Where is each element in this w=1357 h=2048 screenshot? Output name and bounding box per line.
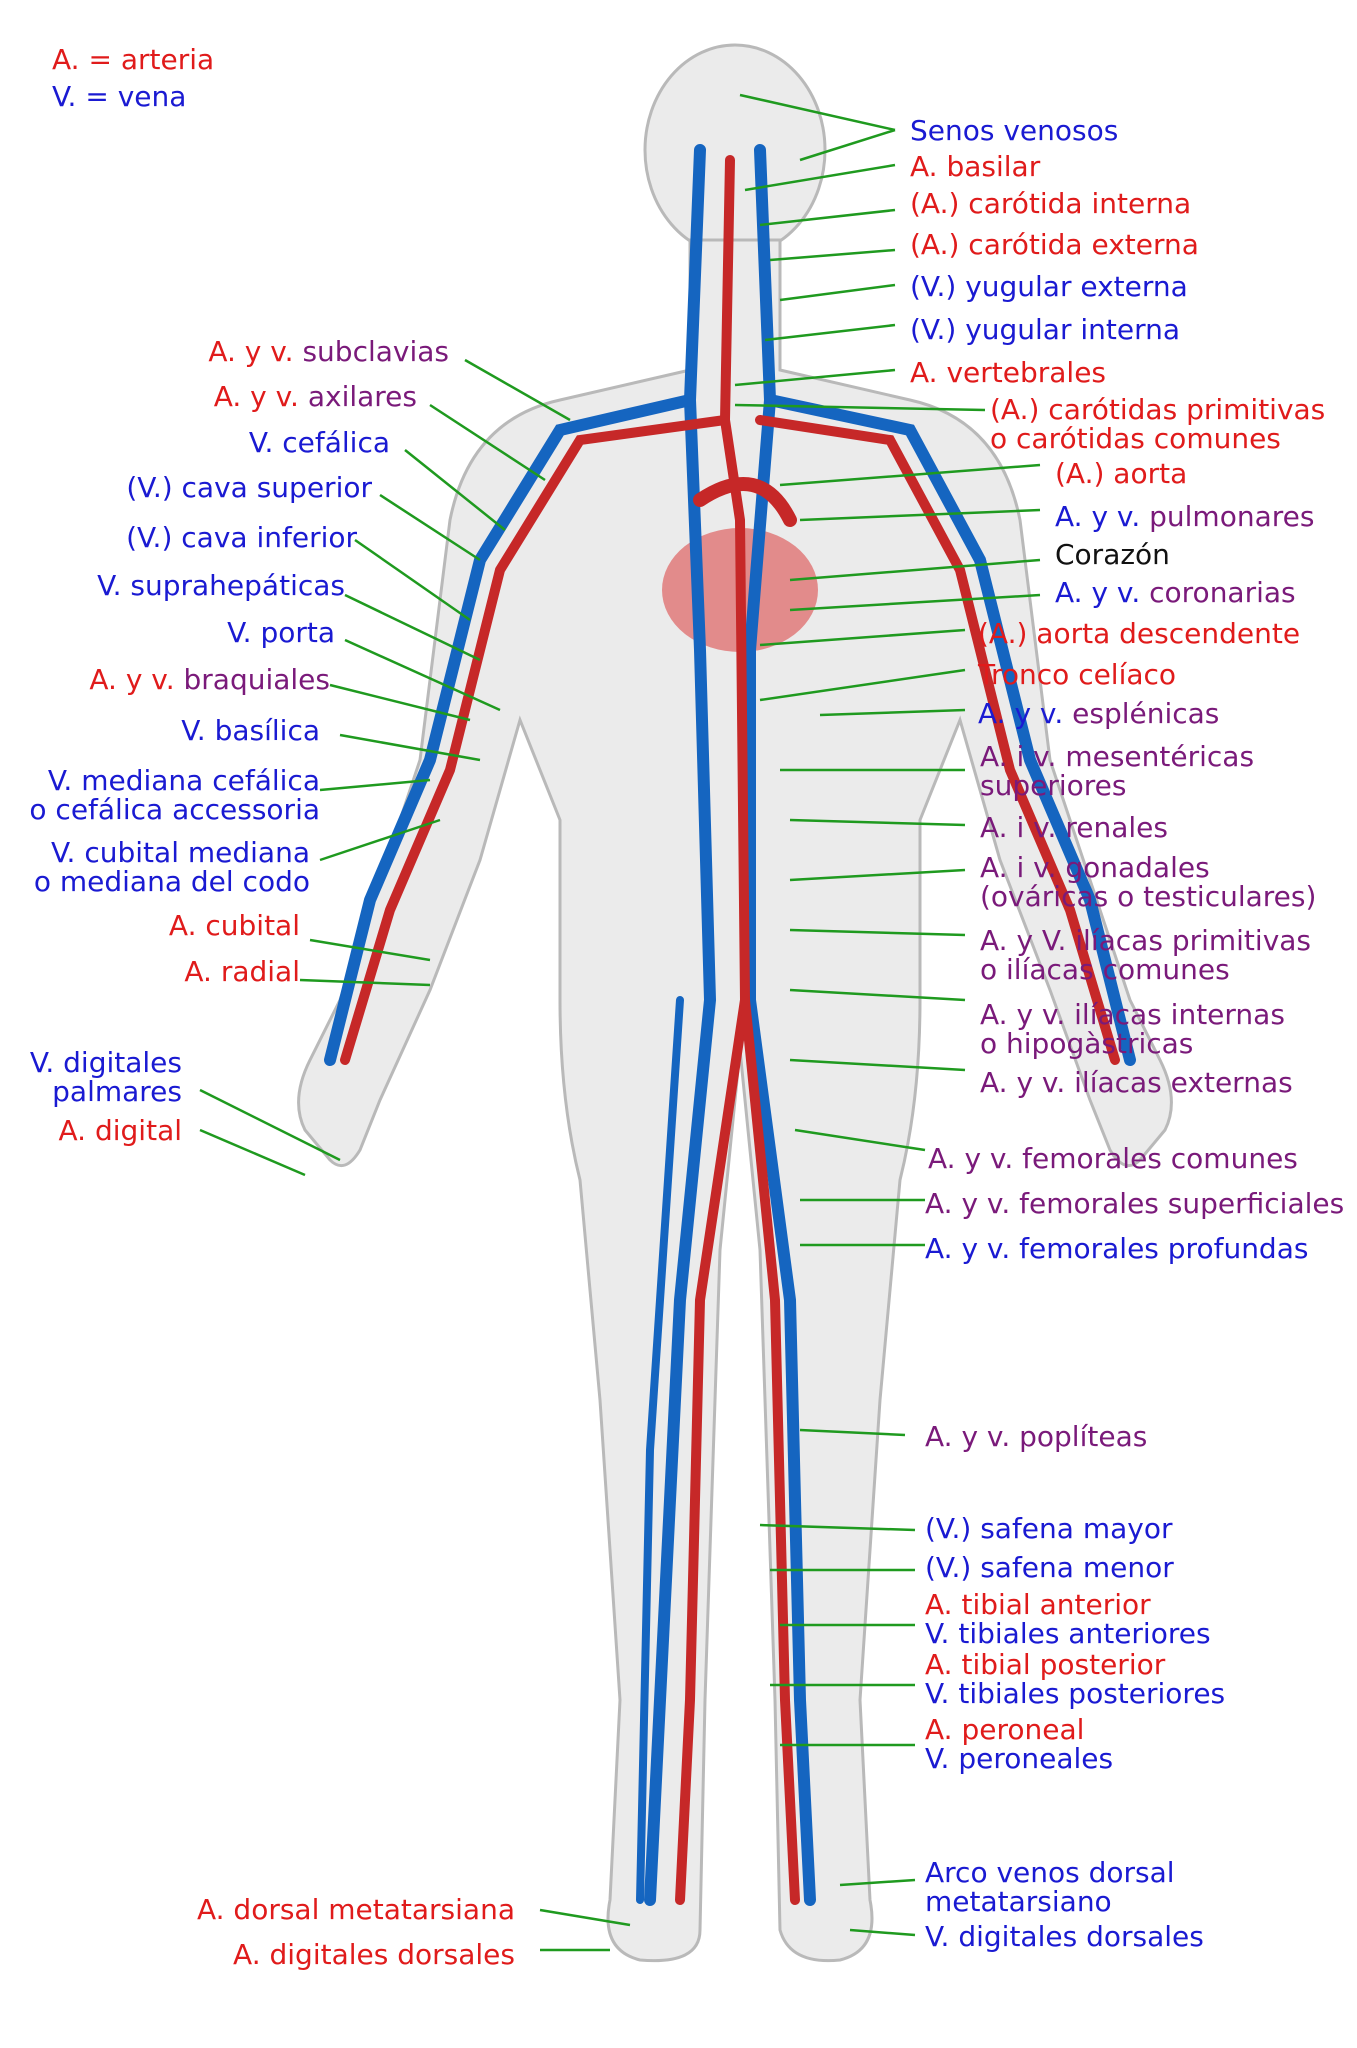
arteries <box>340 155 1120 1905</box>
legend-artery: A. = arteria <box>52 43 215 76</box>
label-iliacas-primitivas: A. y V. ilíacas primitivas <box>980 924 1312 957</box>
label-peroneal: A. peroneal <box>925 1713 1085 1746</box>
label-cava-inferior: (V.) cava inferior <box>126 521 357 554</box>
label-mesentericas-superiores: superiores <box>980 769 1127 802</box>
label-peroneales: V. peroneales <box>925 1742 1114 1775</box>
label-basilar: A. basilar <box>910 150 1041 183</box>
label-cava-superior: (V.) cava superior <box>126 471 372 504</box>
label-cubital: A. cubital <box>168 909 300 942</box>
label-porta: V. porta <box>227 616 335 649</box>
label-radial: A. radial <box>184 955 300 988</box>
label-yugular-interna: (V.) yugular interna <box>910 313 1181 346</box>
label-cefalica-accessoria: o cefálica accessoria <box>29 793 320 826</box>
label-digitales-dorsales-a: A. digitales dorsales <box>233 1938 515 1971</box>
label-tibiales-anteriores: V. tibiales anteriores <box>925 1617 1211 1650</box>
label-pulmonares: A. y v. pulmonares <box>1055 500 1315 533</box>
label-esplenicas: A. y v. esplénicas <box>978 697 1220 730</box>
label-femorales-profundas: A. y v. femorales profundas <box>925 1232 1309 1265</box>
label-popliteas: A. y v. poplíteas <box>925 1420 1148 1453</box>
label-basilica: V. basílica <box>181 714 320 747</box>
label-tibial-anterior: A. tibial anterior <box>925 1588 1151 1621</box>
label-tibial-posterior: A. tibial posterior <box>925 1648 1166 1681</box>
label-digitales-dorsales-v: V. digitales dorsales <box>925 1920 1204 1953</box>
label-mediana-cefalica: V. mediana cefálica <box>47 764 320 797</box>
label-gonadales-detalle: (ováricas o testiculares) <box>980 880 1317 913</box>
label-aorta: (A.) aorta <box>1055 457 1188 490</box>
label-suprahepaticas: V. suprahepáticas <box>97 569 345 602</box>
label-carotida-interna: (A.) carótida interna <box>910 187 1192 220</box>
label-carotidas-primitivas: (A.) carótidas primitivas <box>990 393 1326 426</box>
label-corazon: Corazón <box>1055 538 1170 571</box>
label-iliacas-externas: A. y v. ilíacas externas <box>980 1066 1293 1099</box>
label-femorales-superficiales: A. y v. femorales superficiales <box>925 1187 1345 1220</box>
label-coronarias: A. y v. coronarias <box>1055 576 1296 609</box>
pointer-lines <box>199 93 1041 1952</box>
label-safena-mayor: (V.) safena mayor <box>925 1512 1173 1545</box>
label-carotida-externa: (A.) carótida externa <box>910 228 1199 261</box>
label-tronco-celiaco: Tronco celíaco <box>978 658 1177 691</box>
legend-vein: V. = vena <box>52 80 187 113</box>
label-aorta-descendente: (A.) aorta descendente <box>978 617 1301 650</box>
label-hipogastricas: o hipogàstricas <box>980 1027 1194 1060</box>
label-carotidas-comunes: o carótidas comunes <box>990 422 1281 455</box>
label-femorales-comunes: A. y v. femorales comunes <box>928 1142 1298 1175</box>
label-arco-venoso: Arco venos dorsal <box>925 1856 1175 1889</box>
label-mesentericas: A. i v. mesentéricas <box>980 740 1255 773</box>
label-subclavias: A. y v. subclavias <box>208 335 449 368</box>
label-metatarsiano: metatarsiano <box>925 1885 1112 1918</box>
label-vertebrales: A. vertebrales <box>910 356 1107 389</box>
label-yugular-externa: (V.) yugular externa <box>910 270 1188 303</box>
label-braquiales: A. y v. braquiales <box>89 663 330 696</box>
label-mediana-del-codo: o mediana del codo <box>33 865 310 898</box>
label-tibiales-posteriores: V. tibiales posteriores <box>925 1677 1226 1710</box>
label-dorsal-metatarsiana: A. dorsal metatarsiana <box>196 1893 515 1926</box>
label-axilares: A. y v. axilares <box>213 380 417 413</box>
label-cubital-mediana: V. cubital mediana <box>51 836 310 869</box>
label-cefalica: V. cefálica <box>248 426 390 459</box>
label-renales: A. i v. renales <box>980 811 1168 844</box>
label-digitales-palmares: V. digitales <box>29 1046 182 1079</box>
label-palmares: palmares <box>52 1075 182 1108</box>
label-safena-menor: (V.) safena menor <box>925 1551 1174 1584</box>
label-iliacas-internas: A. y v. ilíacas internas <box>980 998 1285 1031</box>
label-gonadales: A. i v. gonadales <box>980 851 1210 884</box>
label-digital: A. digital <box>58 1114 182 1147</box>
label-senos-venosos: Senos venosos <box>910 114 1119 147</box>
label-iliacas-comunes: o ilíacas comunes <box>980 953 1230 986</box>
